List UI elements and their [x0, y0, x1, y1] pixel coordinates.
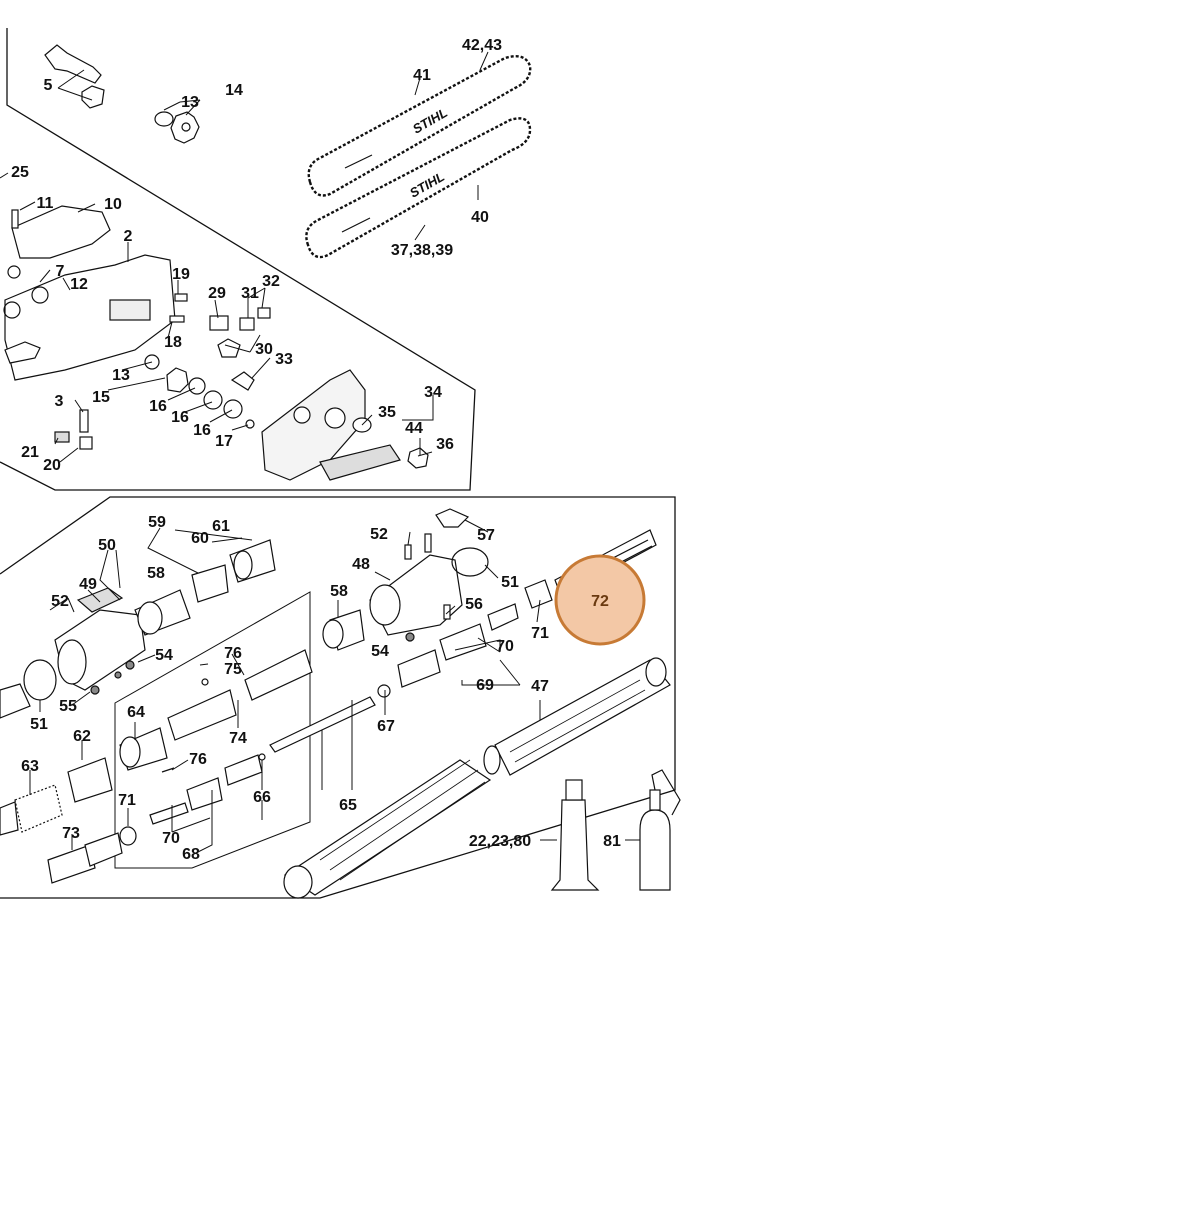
callout-50: 50	[98, 537, 116, 554]
callout-34: 34	[424, 384, 442, 401]
callout-18: 18	[164, 334, 182, 351]
callout-71-upper: 71	[531, 625, 549, 642]
callout-41: 41	[413, 67, 431, 84]
callout-22-23-80: 22,23,80	[469, 833, 531, 850]
upper-panel-frame	[0, 28, 476, 491]
callout-33: 33	[275, 351, 293, 368]
small-hardware-upper	[11, 209, 271, 450]
callout-81: 81	[603, 833, 621, 850]
callout-73: 73	[62, 825, 80, 842]
callout-16-b: 16	[171, 409, 189, 426]
callout-31: 31	[241, 285, 259, 302]
oil-bottle-part	[639, 769, 681, 891]
lower-gear-housing	[0, 587, 146, 719]
gearbox-housing-part	[3, 205, 176, 381]
callout-74: 74	[229, 730, 247, 747]
callout-70-upper: 70	[496, 638, 514, 655]
callout-15: 15	[92, 389, 110, 406]
callout-21: 21	[21, 444, 39, 461]
callout-69: 69	[476, 677, 494, 694]
callout-52-upper: 52	[370, 526, 388, 543]
lower-panel-frame	[0, 496, 676, 899]
callout-3: 3	[55, 393, 64, 410]
callout-55: 55	[59, 698, 77, 715]
callout-47: 47	[531, 678, 549, 695]
callout-70-lower: 70	[162, 830, 180, 847]
callout-57: 57	[477, 527, 495, 544]
callout-63: 63	[21, 758, 39, 775]
tube-sleeves-lower	[0, 539, 313, 884]
callout-56: 56	[465, 596, 483, 613]
callout-5: 5	[44, 77, 53, 94]
callout-10: 10	[104, 196, 122, 213]
callout-64: 64	[127, 704, 145, 721]
callout-51-upper: 51	[501, 574, 519, 591]
callout-59: 59	[148, 514, 166, 531]
callout-65: 65	[339, 797, 357, 814]
callout-13: 13	[181, 94, 199, 111]
main-tube-47-65	[283, 657, 671, 899]
callout-42-43: 42,43	[462, 37, 502, 54]
callout-62: 62	[73, 728, 91, 745]
callout-49: 49	[79, 576, 97, 593]
callout-16-a: 16	[149, 398, 167, 415]
callout-60: 60	[191, 530, 209, 547]
callout-51-lower: 51	[30, 716, 48, 733]
callout-29: 29	[208, 285, 226, 302]
callout-58-left: 58	[147, 565, 165, 582]
callout-61: 61	[212, 518, 230, 535]
callout-11: 11	[37, 195, 54, 212]
callout-75: 75	[224, 661, 242, 678]
callout-71-lower: 71	[118, 792, 136, 809]
callout-30: 30	[255, 341, 273, 358]
leader-lines	[0, 51, 640, 856]
callout-36: 36	[436, 436, 454, 453]
callout-14: 14	[225, 82, 243, 99]
callout-48: 48	[352, 556, 370, 573]
callout-54-right: 54	[371, 643, 389, 660]
callouts: 5 13 14 42,43 41 25 11 10 2 7 12 19 29 3…	[11, 37, 621, 863]
callout-40: 40	[471, 209, 489, 226]
callout-35: 35	[378, 404, 396, 421]
callout-20: 20	[43, 457, 61, 474]
callout-13-lower: 13	[112, 367, 130, 384]
callout-17: 17	[215, 433, 233, 450]
grease-tube-part	[550, 779, 600, 891]
callout-66: 66	[253, 789, 271, 806]
callout-7: 7	[56, 263, 65, 280]
callout-72[interactable]: 72	[591, 593, 609, 610]
drive-shaft-part	[44, 44, 105, 109]
callout-67: 67	[377, 718, 395, 735]
callout-76-upper: 76	[224, 645, 242, 662]
highlight-circle[interactable]	[554, 554, 646, 646]
guide-bars-part	[305, 55, 532, 259]
callout-44: 44	[405, 420, 423, 437]
callout-25: 25	[11, 164, 29, 181]
sprocket-part	[154, 111, 200, 144]
callout-16-c: 16	[193, 422, 211, 439]
callout-32: 32	[262, 273, 280, 290]
callout-2: 2	[124, 228, 133, 245]
callout-12: 12	[70, 276, 88, 293]
callout-54-left: 54	[155, 647, 173, 664]
callout-52-lower: 52	[51, 593, 69, 610]
callout-19: 19	[172, 266, 190, 283]
upper-tube-assembly	[269, 508, 553, 753]
callout-37-38-39: 37,38,39	[391, 242, 453, 259]
callout-58-right: 58	[330, 583, 348, 600]
sprocket-cover-part	[261, 369, 429, 481]
callout-68: 68	[182, 846, 200, 863]
callout-76-lower: 76	[189, 751, 207, 768]
